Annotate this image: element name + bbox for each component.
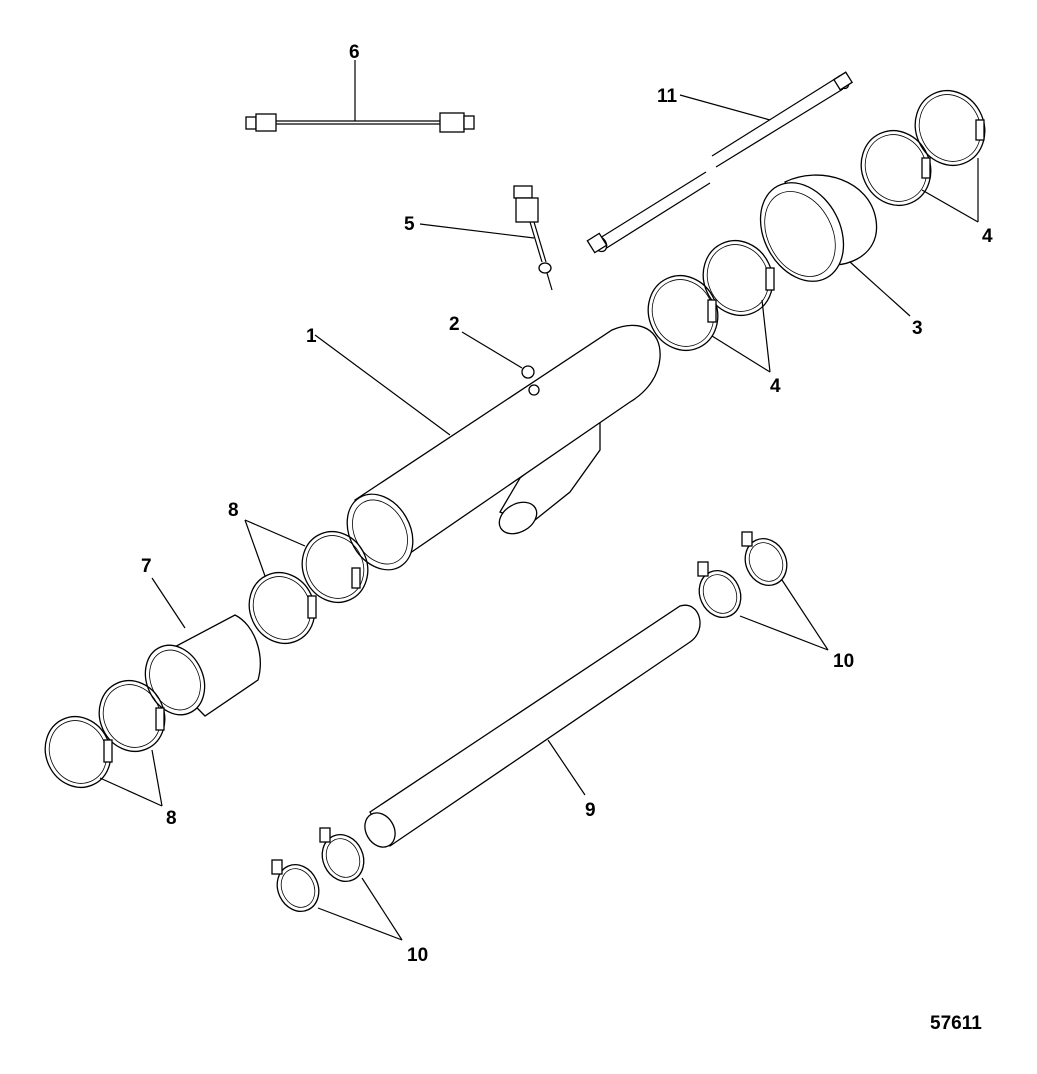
callout-5: 5: [404, 214, 415, 235]
callout-9: 9: [585, 800, 596, 821]
part-3-coupling: [759, 174, 911, 317]
part-9-hose: [364, 604, 701, 848]
callout-8-upper: 8: [228, 500, 239, 521]
callout-4-upper: 4: [982, 226, 993, 247]
callout-4-middle: 4: [770, 376, 781, 397]
part-11-tube: [586, 71, 854, 254]
part-7-sleeve: [144, 577, 261, 717]
callout-10-lower: 10: [407, 945, 428, 966]
part-8-clamps-upper: [244, 519, 369, 644]
callout-7: 7: [141, 556, 152, 577]
part-6-wiring-harness: [245, 60, 475, 133]
part-5-sensor: [419, 185, 553, 291]
part-8-clamps-lower: [44, 680, 166, 807]
callout-2: 2: [449, 314, 460, 335]
callout-3: 3: [912, 318, 923, 339]
part-2-fitting: [461, 331, 540, 396]
callout-6: 6: [349, 42, 360, 63]
part-10-clamps-upper: [697, 531, 829, 651]
part-4-clamps-upper: [860, 90, 986, 223]
part-4-clamps-middle: [647, 240, 775, 373]
part-1-muffler-body: [314, 324, 661, 571]
callout-10-upper: 10: [833, 651, 854, 672]
callout-8-lower: 8: [166, 808, 177, 829]
callout-11: 11: [657, 86, 678, 107]
callout-1: 1: [306, 326, 317, 347]
callout-labels: 6 11 5 4 3 2 1 4 8 7 10 9 8 10: [141, 42, 993, 966]
part-10-clamps-lower: [271, 827, 403, 941]
drawing-number: 57611: [930, 1013, 982, 1034]
